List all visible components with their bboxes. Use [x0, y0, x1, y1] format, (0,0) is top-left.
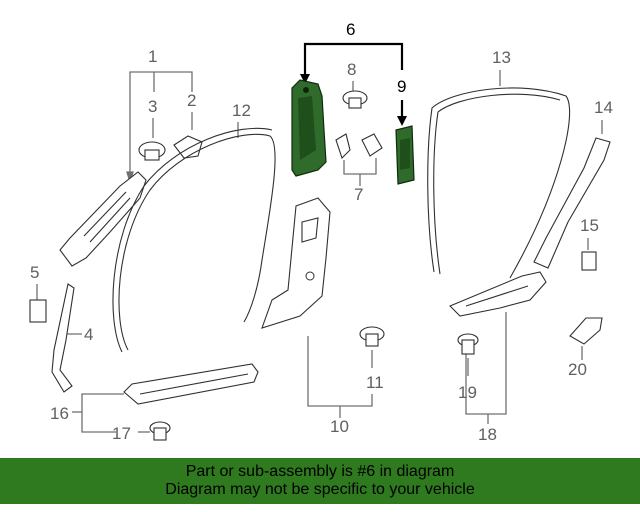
callout-group-6: 6 9 — [300, 20, 407, 126]
callout-20[interactable]: 20 — [568, 360, 587, 379]
callout-12[interactable]: 12 — [232, 101, 251, 120]
clip-part-15 — [581, 251, 597, 271]
weatherstrip-part-13 — [427, 87, 571, 279]
bracket-part-20 — [569, 317, 603, 345]
clip-part-11 — [359, 326, 385, 347]
b-pillar-upper-trim-part-6[interactable] — [291, 79, 327, 177]
scuff-plate-part-18 — [449, 271, 547, 317]
callout-14[interactable]: 14 — [594, 98, 613, 117]
callout-13[interactable]: 13 — [492, 48, 511, 67]
weatherstrip-part-12 — [112, 127, 276, 353]
callout-7[interactable]: 7 — [354, 185, 363, 204]
callout-4[interactable]: 4 — [84, 325, 93, 344]
notice-banner: Part or sub-assembly is #6 in diagram Di… — [0, 458, 640, 504]
parts-diagram: 1 3 2 5 4 12 6 9 — [29, 20, 613, 444]
clip-part-19 — [457, 333, 479, 355]
cowl-trim-part-4 — [51, 283, 75, 393]
notice-line-2: Diagram may not be specific to your vehi… — [165, 481, 475, 498]
a-pillar-trim-part-1 — [59, 171, 147, 267]
pillar-trim-part-14 — [533, 137, 611, 269]
callout-6[interactable]: 6 — [346, 20, 355, 39]
callout-11[interactable]: 11 — [366, 373, 384, 392]
callout-9[interactable]: 9 — [397, 77, 406, 96]
notice-line-1: Part or sub-assembly is #6 in diagram — [185, 463, 455, 480]
callout-19[interactable]: 19 — [458, 383, 477, 402]
callout-2[interactable]: 2 — [187, 91, 196, 110]
adjuster-cover-part-9[interactable] — [395, 125, 415, 185]
callout-group-7: 7 — [335, 133, 383, 204]
callout-5[interactable]: 5 — [30, 263, 39, 282]
callout-8[interactable]: 8 — [347, 60, 356, 79]
clip-part-17 — [149, 421, 171, 441]
clip-part-8 — [342, 90, 368, 109]
callout-group-1: 1 — [126, 47, 193, 185]
callout-15[interactable]: 15 — [580, 216, 599, 235]
callout-3[interactable]: 3 — [148, 97, 157, 116]
callout-16[interactable]: 16 — [50, 404, 69, 423]
callout-1[interactable]: 1 — [148, 47, 157, 66]
b-pillar-lower-trim-part-10 — [261, 197, 331, 329]
scuff-plate-part-16 — [123, 363, 259, 405]
clip-part-3 — [138, 141, 166, 161]
callout-18[interactable]: 18 — [478, 425, 497, 444]
clip-part-5 — [29, 299, 47, 323]
callout-17[interactable]: 17 — [112, 424, 131, 443]
callout-10[interactable]: 10 — [330, 417, 349, 436]
